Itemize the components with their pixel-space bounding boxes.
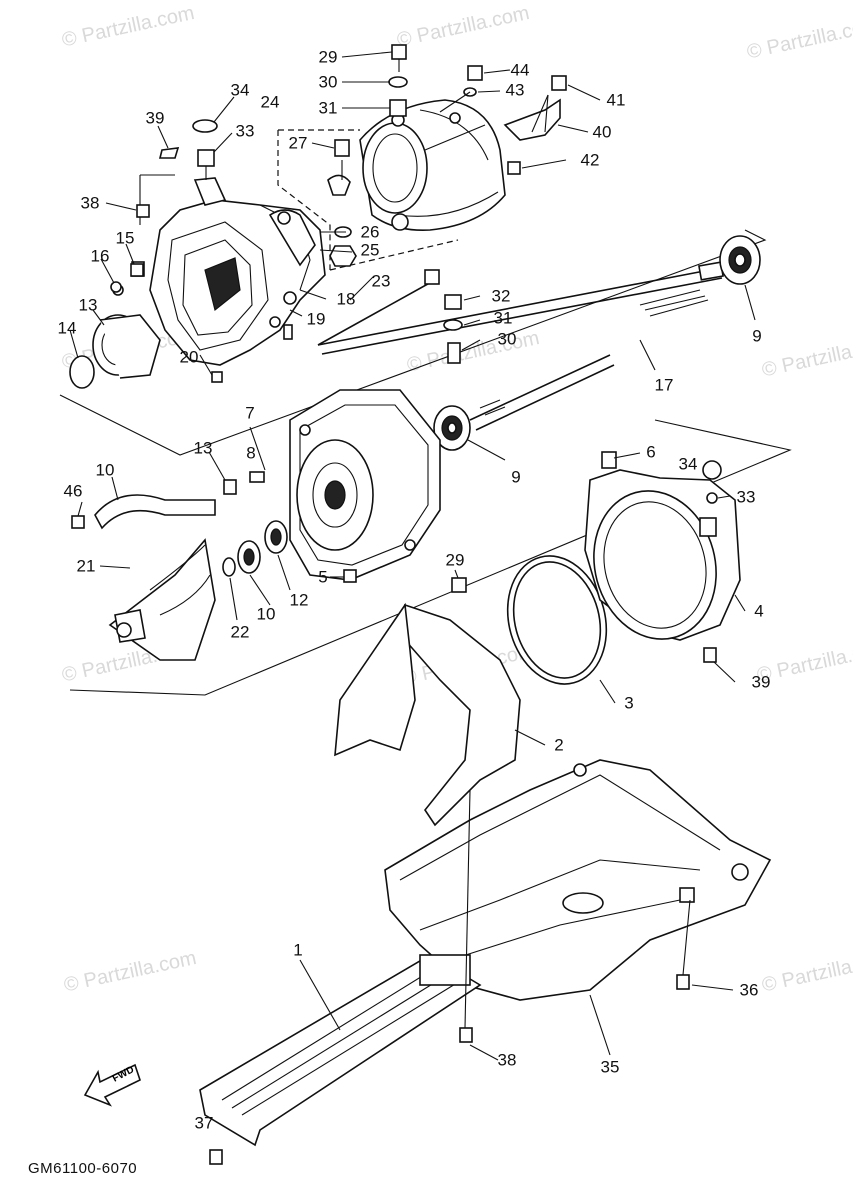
callout-41: 40 [592,122,612,142]
pin-21 [211,371,223,383]
callout-36: 36 [739,980,759,1000]
callout-16: 15 [115,228,135,248]
seal-10-inner [243,548,255,566]
callout-6: 5 [318,567,328,587]
cap-34 [192,119,218,133]
callout-30-mid: 31 [493,308,513,328]
callout-9-mid: 9 [511,467,521,487]
pin-6 [343,569,357,583]
callout-34-top: 34 [230,80,250,100]
callout-2: 2 [554,735,564,755]
intake-cover [69,261,161,389]
callout-10: 10 [256,604,276,624]
callout-7: 7 [245,403,255,423]
clamp-13 [223,479,237,495]
callout-3: 3 [624,693,634,713]
bearing-lower [433,405,471,451]
bolt-36 [676,974,690,990]
bolt-8 [249,471,265,483]
fwd-arrow-icon [83,1063,141,1107]
callout-14: 13 [78,295,98,315]
callout-8: 8 [246,443,256,463]
spacer-stack-mid [443,294,463,364]
callout-23: 22 [230,622,250,642]
callout-17: 16 [90,246,110,266]
callout-40: 39 [145,108,165,128]
bolt-16 [130,263,144,277]
seal-11-inner [270,528,282,546]
nozzle-fasteners [327,139,357,267]
pump-housing [149,149,326,366]
callout-29-top: 29 [318,47,338,67]
callout-35: 35 [600,1057,620,1077]
callout-33-mid: 33 [736,487,756,507]
top-small-parts [388,44,567,175]
bolt-37 [209,1149,223,1165]
bolt-20 [283,324,293,340]
bearing-upper [719,235,761,285]
callout-1: 1 [293,940,303,960]
callout-15: 14 [57,318,77,338]
callout-20: 19 [306,309,326,329]
callout-19: 18 [336,289,356,309]
diagram-code: GM61100-6070 [28,1160,138,1177]
callout-44: 43 [505,80,525,100]
callout-5: 6 [646,442,656,462]
impeller [108,538,216,661]
callout-11: 12 [289,590,309,610]
callout-12: 10 [95,460,115,480]
callout-29-mid: 30 [497,329,517,349]
bolt-32 [451,577,467,593]
callout-33-top: 33 [235,121,255,141]
callout-13: 13 [193,438,213,458]
clip-40 [158,147,180,159]
callout-39-top: 38 [80,193,100,213]
callout-24: 23 [371,271,391,291]
callout-42: 41 [606,90,626,110]
seal-ring [506,555,608,685]
callout-26: 25 [360,240,380,260]
bolt-38 [459,1027,473,1043]
bolt-head [424,269,440,285]
callout-37: 37 [194,1113,214,1133]
hose [94,494,216,530]
callout-34-mid: 34 [678,454,698,474]
callout-31-top: 31 [318,98,338,118]
nozzle-housing [359,99,506,232]
washer-17 [110,281,122,293]
clamp-46 [71,515,85,529]
callout-31-mid: 32 [491,286,511,306]
callout-38: 38 [497,1050,517,1070]
leader-lines [69,51,756,1061]
drive-shaft [317,261,724,431]
callout-27: 26 [360,222,380,242]
intake-duct [584,451,741,663]
callout-18: 17 [654,375,674,395]
upper-group-outline [59,174,767,456]
bolt-39 [136,204,150,218]
callout-46: 46 [63,481,83,501]
washer-23 [222,557,236,577]
long-bolt [317,279,436,346]
callout-25: 24 [260,92,280,112]
callout-30-top: 30 [318,72,338,92]
callout-43: 42 [580,150,600,170]
callout-39-mid: 39 [751,672,771,692]
middle-group-outline [69,419,792,696]
callout-45: 44 [510,60,530,80]
callout-22: 21 [76,556,96,576]
callout-28: 27 [288,133,308,153]
impeller-housing [289,389,441,581]
callout-32: 29 [445,550,465,570]
callout-9-top: 9 [752,326,762,346]
callout-21: 20 [179,347,199,367]
callout-4: 4 [754,601,764,621]
intake-grill [199,954,482,1147]
guard-plate [334,602,521,827]
cap-34-mid [702,460,722,480]
